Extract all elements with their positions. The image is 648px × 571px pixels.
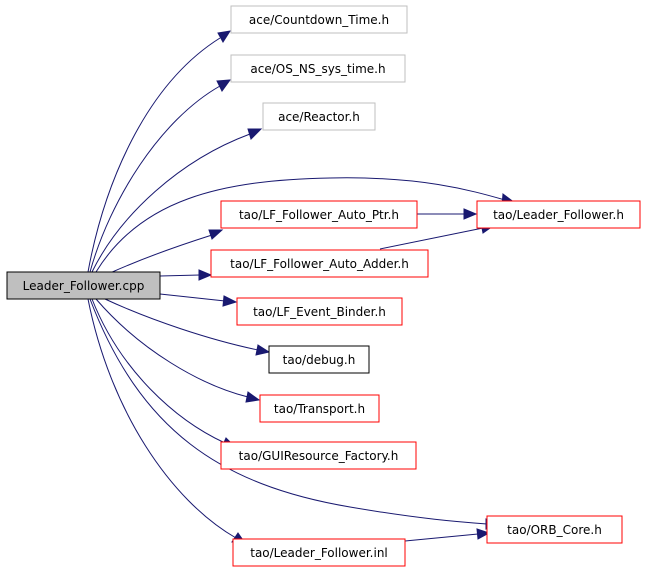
node-label: tao/LF_Event_Binder.h [253, 305, 386, 319]
node-label: Leader_Follower.cpp [23, 279, 145, 293]
node-ace-countdown-time-h[interactable]: ace/Countdown_Time.h [230, 5, 408, 34]
edge-cpp-to-lf-follower-auto-adder [159, 269, 213, 281]
node-label: ace/Reactor.h [278, 110, 360, 124]
edge-cpp-to-lf-follower-auto-ptr [109, 229, 224, 274]
node-label: tao/Leader_Follower.h [493, 208, 624, 222]
node-ace-reactor-h[interactable]: ace/Reactor.h [262, 102, 376, 131]
edge-cpp-to-debug [104, 298, 271, 356]
edge-auto-ptr-to-leader-follower-h [417, 208, 478, 220]
node-label: tao/LF_Follower_Auto_Adder.h [230, 257, 409, 271]
node-tao-orb-core-h[interactable]: tao/ORB_Core.h [486, 515, 623, 544]
edge-cpp-to-guiresource-factory [91, 298, 237, 448]
node-label: tao/Leader_Follower.inl [250, 546, 388, 560]
node-tao-guiresource-factory-h[interactable]: tao/GUIResource_Factory.h [220, 441, 417, 470]
edge-cpp-to-lf-event-binder [159, 293, 238, 307]
edge-cpp-to-reactor [91, 128, 263, 273]
node-tao-leader-follower-h[interactable]: tao/Leader_Follower.h [476, 200, 641, 229]
edge-cpp-to-countdown-time [87, 30, 232, 273]
node-tao-transport-h[interactable]: tao/Transport.h [259, 394, 380, 423]
node-tao-debug-h[interactable]: tao/debug.h [268, 345, 370, 374]
node-leader-follower-cpp[interactable]: Leader_Follower.cpp [6, 271, 161, 300]
node-label: ace/Countdown_Time.h [249, 13, 389, 27]
node-label: tao/ORB_Core.h [507, 523, 602, 537]
node-tao-lf-event-binder-h[interactable]: tao/LF_Event_Binder.h [236, 297, 403, 326]
edge-cpp-to-os-ns-sys-time [89, 79, 232, 273]
node-tao-leader-follower-inl[interactable]: tao/Leader_Follower.inl [232, 538, 406, 567]
node-label: tao/Transport.h [274, 402, 365, 416]
node-label: tao/GUIResource_Factory.h [239, 449, 399, 463]
node-tao-lf-follower-auto-ptr-h[interactable]: tao/LF_Follower_Auto_Ptr.h [220, 200, 418, 229]
node-label: tao/debug.h [283, 353, 356, 367]
node-tao-lf-follower-auto-adder-h[interactable]: tao/LF_Follower_Auto_Adder.h [210, 249, 429, 278]
node-ace-os-ns-sys-time-h[interactable]: ace/OS_NS_sys_time.h [230, 54, 406, 83]
edge-cpp-to-leader-follower-inl [87, 298, 247, 544]
node-label: ace/OS_NS_sys_time.h [250, 62, 385, 76]
edge-inl-to-orb-core [404, 528, 491, 542]
node-label: tao/LF_Follower_Auto_Ptr.h [239, 208, 399, 222]
edge-cpp-to-transport [95, 298, 261, 403]
